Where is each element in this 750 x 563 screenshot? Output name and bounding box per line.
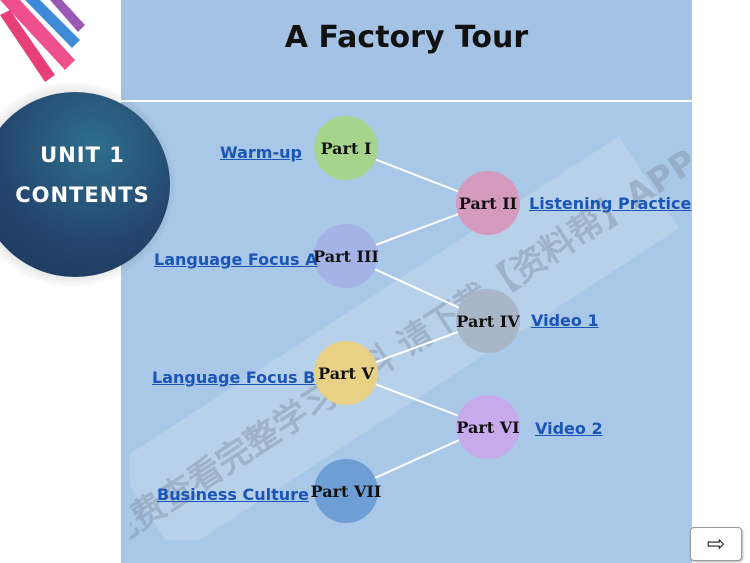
node-part-6[interactable]: Part VI [456,395,520,459]
link-language-focus-a[interactable]: Language Focus A [154,250,318,269]
unit-label: UNIT 1 [40,143,125,167]
link-video-2[interactable]: Video 2 [535,419,603,438]
link-business-culture[interactable]: Business Culture [157,485,309,504]
link-language-focus-b[interactable]: Language Focus B [152,368,316,387]
decorative-stripes [0,0,85,82]
slide-title: A Factory Tour [284,20,529,55]
title-band [121,0,692,102]
node-part-1[interactable]: Part I [314,116,378,180]
next-slide-button[interactable]: ⇨ [690,527,742,561]
link-listening-practice[interactable]: Listening Practice [529,194,692,213]
node-part-3[interactable]: Part III [313,224,379,288]
arrow-right-icon: ⇨ [706,531,726,557]
node-part-7[interactable]: Part VII [311,459,381,523]
node-part-2[interactable]: Part II [456,171,520,235]
node-part-4[interactable]: Part IV [456,289,520,353]
unit-badge [0,92,170,277]
link-warm-up[interactable]: Warm-up [220,143,302,162]
node-part-5[interactable]: Part V [314,341,378,405]
link-video-1[interactable]: Video 1 [531,311,599,330]
contents-label: CONTENTS [15,183,150,207]
